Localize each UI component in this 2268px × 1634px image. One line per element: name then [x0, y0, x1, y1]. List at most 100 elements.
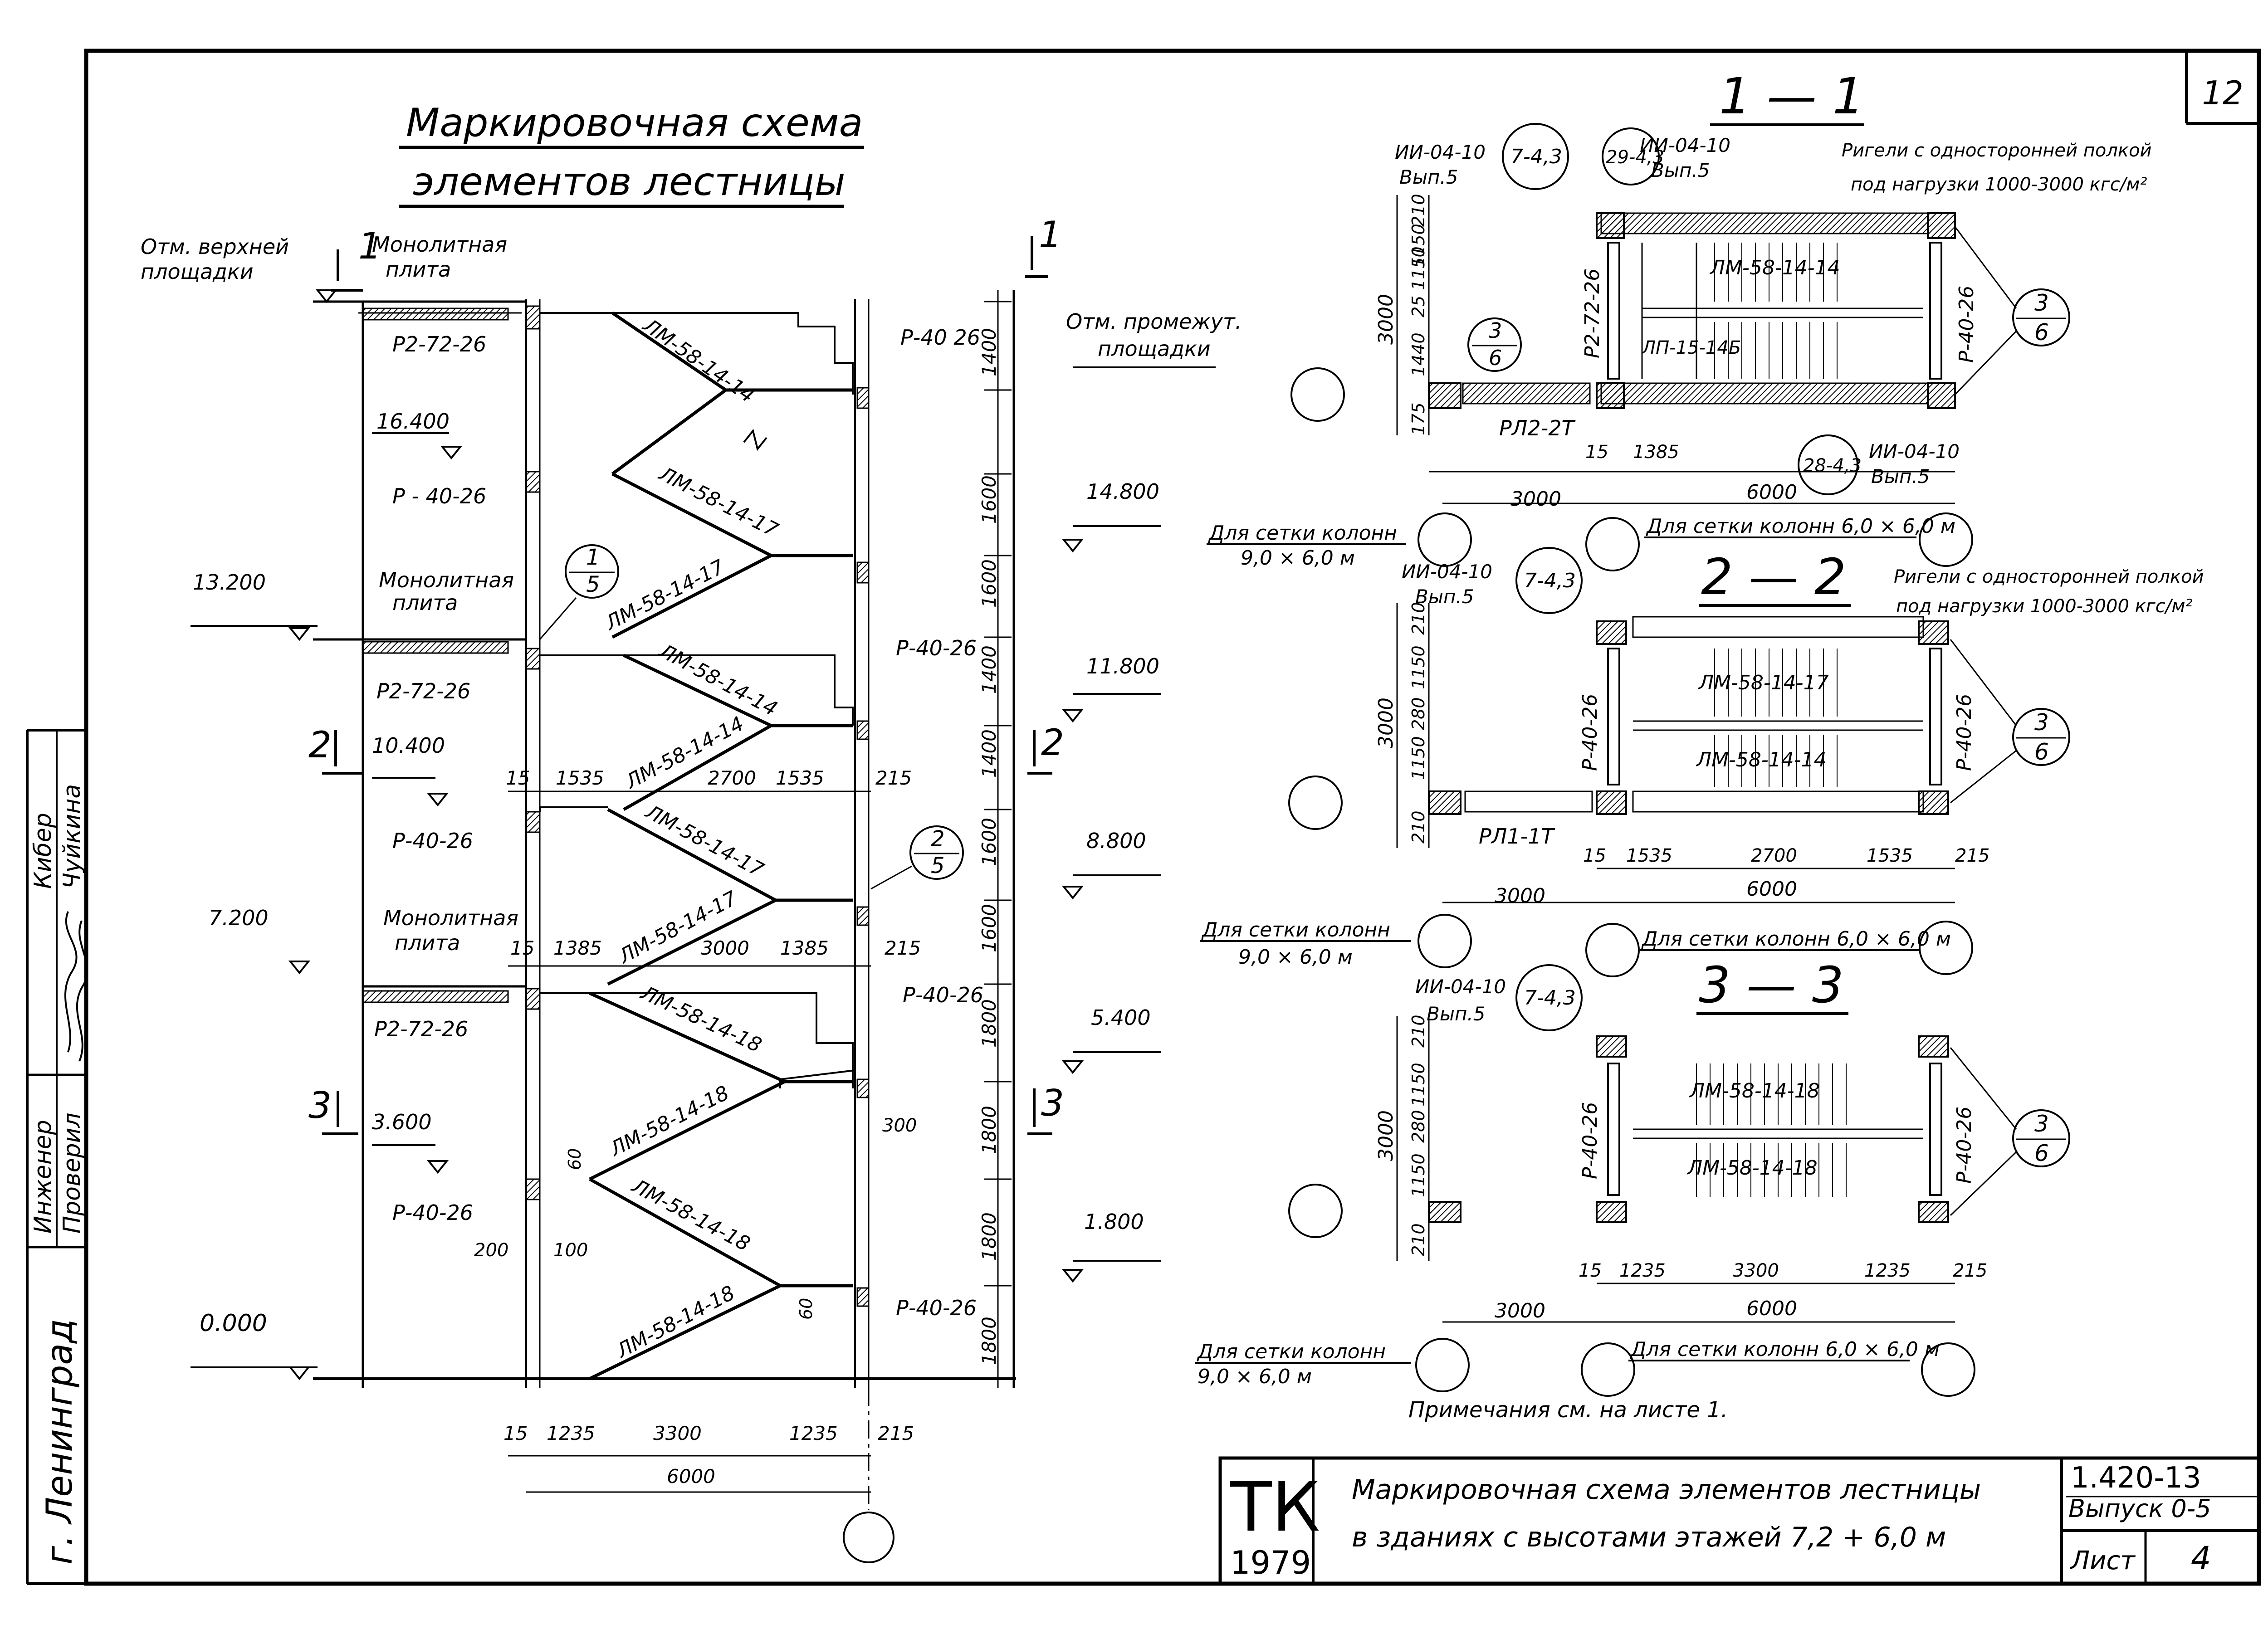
label-monolith-2a: Монолитная	[379, 568, 514, 592]
plan-2-2-flight-bot: ЛМ-58-14-14	[1696, 748, 1827, 771]
plan-3-3-hdim-3300: 3300	[1733, 1260, 1779, 1281]
elevation-0000: 0.000	[200, 1310, 267, 1337]
hdim2-e: 215	[885, 937, 921, 959]
stair-section-labels: 1 1 2 2 3 3 Отм. верхней площадки Моноли…	[141, 214, 1242, 1488]
label-monolith-1b: плита	[386, 257, 451, 282]
plan-1-1-ref-b1: ИИ-04-10	[1869, 440, 1960, 463]
plan-2-2-axis-a	[1288, 776, 1343, 830]
plan-3-3-callout-36-top: 3	[2034, 1111, 2049, 1137]
vdim-3: 1600	[978, 559, 1000, 608]
plan-1-1-hdim-1385: 1385	[1633, 442, 1679, 463]
plan-1-1-beam-right: Р-40-26	[1955, 286, 1978, 363]
plan-2-2-axis-c	[1585, 923, 1640, 977]
cut-label-3a: 3	[308, 1084, 332, 1127]
cut-markers	[322, 236, 1052, 1135]
callout-2-5-bottom: 5	[931, 853, 945, 878]
sheet-title-line2: элементов лестницы	[413, 159, 846, 205]
plan-3-3-grid-left-1: Для сетки колонн	[1197, 1340, 1386, 1363]
plan-2-2-grid-right: Для сетки колонн 6,0 × 6,0 м	[1641, 927, 1951, 951]
plan-2-2-hdim-215: 215	[1955, 845, 1989, 866]
flight-label-11: ЛМ-58-14-18	[612, 1281, 738, 1363]
vdim-1: 1400	[978, 328, 1000, 376]
label-top-landing-2: площадки	[141, 259, 254, 284]
plan-1-1-ref-tm1: ИИ-04-10	[1640, 134, 1730, 156]
plan-2-2-flight-top: ЛМ-58-14-17	[1698, 671, 1829, 694]
plan-3-3-hdim-1235b: 1235	[1864, 1260, 1911, 1281]
hdim2-b: 1385	[553, 937, 602, 959]
stamp-issue: Выпуск 0-5	[2068, 1494, 2211, 1523]
plan-2-2-callout-7-43	[1515, 547, 1583, 614]
vdim-9: 1800	[978, 1106, 1000, 1154]
plan-3-3-vdim-1150a: 1150	[1408, 1063, 1428, 1107]
elevation-16400: 16.400	[376, 409, 450, 434]
plan-2-2-hdim-3000: 3000	[1495, 884, 1545, 907]
plan-3-3-callout-7-43	[1515, 964, 1583, 1031]
sidebar-name-1: Кибер	[29, 813, 57, 889]
plan-1-1-hdim-3000: 3000	[1510, 488, 1561, 511]
plan-3-3-grid-right: Для сетки колонн 6,0 × 6,0 м	[1630, 1338, 1940, 1361]
plan-2-2-riegel-1: Ригели с односторонней полкой	[1894, 566, 2204, 587]
landing-profiles	[539, 312, 855, 1088]
plan-1-1-flight: ЛМ-58-14-14	[1709, 256, 1840, 279]
plan-1-1-vdim-1150a: 1150	[1408, 246, 1428, 290]
plan-1-1-grid-left-2: 9,0 × 6,0 м	[1241, 546, 1355, 570]
plan-2-2-riegel-2: под нагрузки 1000-3000 кгс/м²	[1896, 596, 2192, 617]
vdim-7: 1600	[978, 904, 1000, 952]
sheet-number-top: 12	[2202, 74, 2244, 112]
plan-1-1-callout-28-43-text: 28-4,3	[1803, 455, 1862, 476]
plan-2-2-beam-rl: РЛ1-1Т	[1479, 824, 1555, 849]
plan-1-1-vdim-175: 175	[1408, 402, 1428, 435]
signature-2	[76, 920, 88, 1062]
plan-1-1-beam-left: Р2-72-26	[1581, 268, 1604, 358]
signature-1	[64, 911, 78, 1053]
label-monolith-3a: Монолитная	[383, 906, 518, 930]
label-top-landing-1: Отм. верхней	[141, 234, 289, 259]
mark-left-6: Р-40-26	[392, 1200, 473, 1225]
plan-2-2: 2 — 2 ИИ-04-10 Вып.5 7-4,3 Ригели с одно…	[1200, 547, 2204, 977]
sidebar-city: г. Ленинград	[39, 1319, 80, 1565]
plan-1-1-grid-left-1: Для сетки колонн	[1208, 522, 1397, 545]
plan-2-2-ref-tl1: ИИ-04-10	[1402, 561, 1492, 583]
plan-1-1-callout-7-43-text: 7-4,3	[1510, 145, 1562, 168]
plan-2-2-hdim-2700: 2700	[1751, 845, 1797, 866]
cut-label-1b: 1	[1039, 214, 1062, 256]
title-block	[1218, 1456, 2261, 1585]
hdim1-a: 15	[506, 767, 530, 789]
callout-2-5	[909, 825, 964, 880]
plan-1-1-callout-36b-bot: 6	[2034, 319, 2049, 346]
plan-1-1-grid-right: Для сетки колонн 6,0 × 6,0 м	[1646, 515, 1955, 538]
hdim1-e: 215	[875, 767, 912, 789]
plan-3-3-vdim-1150b: 1150	[1408, 1153, 1428, 1197]
vdim-8: 1800	[978, 999, 1000, 1048]
sheet-note: Примечания см. на листе 1.	[1408, 1397, 1728, 1423]
sheet-title-line1: Маркировочная схема	[406, 100, 863, 146]
hdim3-b: 1235	[547, 1422, 595, 1444]
landing-beams	[362, 305, 870, 1307]
mark-right-4: Р-40-26	[896, 1296, 977, 1320]
elevation-8800: 8.800	[1086, 829, 1146, 853]
plan-3-3-flight-bot: ЛМ-58-14-18	[1686, 1156, 1818, 1180]
plan-1-1-callout-29-43-text: 29-4,3	[1606, 147, 1664, 168]
stamp-logo: ТК	[1230, 1468, 1320, 1547]
plan-3-3-ref-tl1: ИИ-04-10	[1415, 976, 1506, 998]
plan-1-1-callout-36a-bot: 6	[1489, 346, 1502, 370]
stair-section	[191, 236, 1216, 1563]
elevation-10400: 10.400	[372, 733, 445, 758]
plan-2-2-vdim-3000: 3000	[1374, 697, 1398, 748]
sidebar-name-2: Чуйкина	[59, 784, 86, 889]
plan-1-1-landing: ЛП-15-14Б	[1641, 337, 1741, 358]
plan-1-1-ref-tm2: Вып.5	[1651, 159, 1710, 181]
plan-3-3-vdim-280: 280	[1408, 1110, 1428, 1143]
plan-3-3-callout-36	[2012, 1109, 2070, 1167]
plan-3-3-callout-7-43-text: 7-4,3	[1524, 986, 1576, 1010]
plan-3-3-flight-top: ЛМ-58-14-18	[1689, 1079, 1820, 1102]
elevation-1800: 1.800	[1084, 1210, 1144, 1234]
plan-3-3-title: 3 — 3	[1699, 956, 1844, 1014]
plan-3-3-vdim-210b: 210	[1408, 1223, 1428, 1256]
plan-1-1-callout-36b	[2012, 288, 2070, 346]
hdim2-a: 15	[510, 937, 534, 959]
hdim-total: 6000	[667, 1465, 715, 1488]
plan-3-3-hdim-1235a: 1235	[1619, 1260, 1666, 1281]
plan-2-2-callout-36-bot: 6	[2034, 739, 2049, 765]
plan-3-3-beam-right: Р-40-26	[1953, 1107, 1976, 1184]
